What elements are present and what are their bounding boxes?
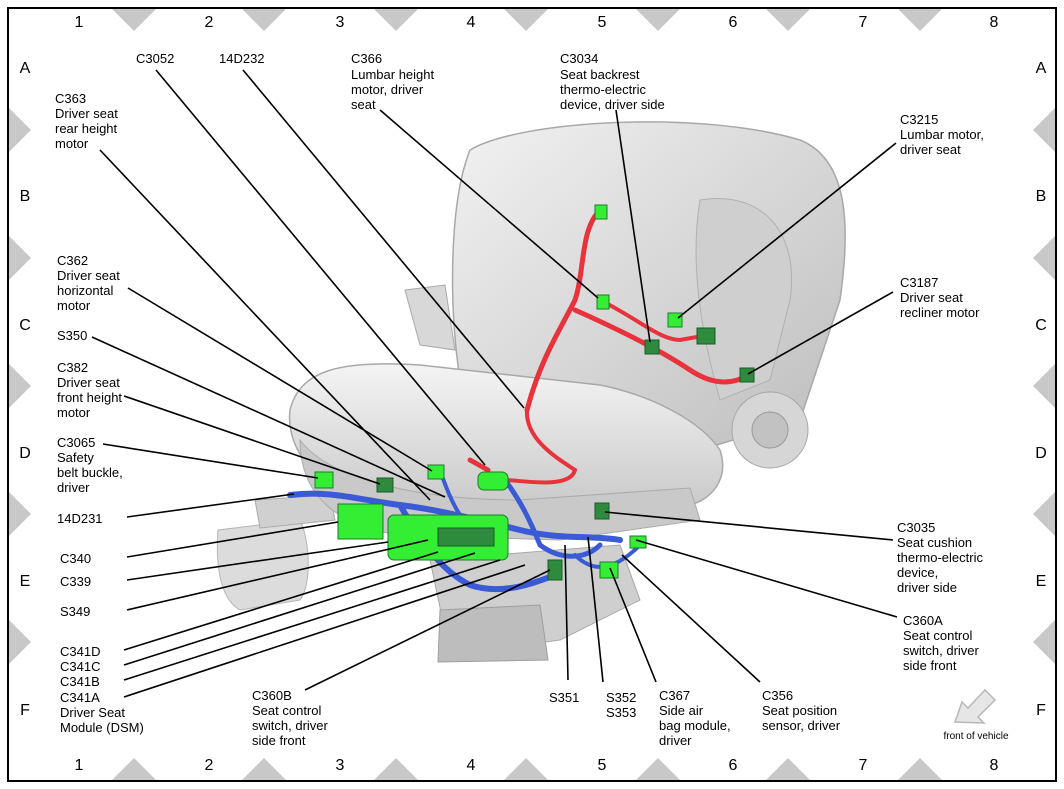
front-of-vehicle-indicator: front of vehicle <box>943 688 1009 742</box>
grid-labels: 1 2 3 4 5 6 7 8 1 2 3 4 5 6 7 8 A B C D … <box>19 14 1047 774</box>
leader-lines <box>91 69 898 698</box>
col-label-top: 6 <box>729 14 738 31</box>
row-label-left: B <box>20 188 31 205</box>
row-label-right: E <box>1036 573 1047 590</box>
col-label-top: 4 <box>467 14 476 31</box>
label-c340: C340 <box>60 551 91 566</box>
label-c341c: C341C <box>60 659 100 674</box>
arrow-icon <box>953 688 997 724</box>
row-label-left: F <box>20 702 30 719</box>
col-label-top: 3 <box>336 14 345 31</box>
col-label-bottom: 8 <box>990 757 999 774</box>
label-c339: C339 <box>60 574 91 589</box>
col-label-bottom: 4 <box>467 757 476 774</box>
col-label-top: 8 <box>990 14 999 31</box>
row-label-left: A <box>20 60 31 77</box>
label-s350: S350 <box>57 328 87 343</box>
label-14d231: 14D231 <box>57 511 103 526</box>
row-label-left: D <box>19 445 31 462</box>
label-14d232: 14D232 <box>219 51 265 66</box>
row-label-left: E <box>20 573 31 590</box>
label-c341b: C341B <box>60 674 100 689</box>
row-label-right: D <box>1035 445 1047 462</box>
row-label-right: B <box>1036 188 1047 205</box>
label-s349: S349 <box>60 604 90 619</box>
col-label-bottom: 7 <box>859 757 868 774</box>
front-of-vehicle-label: front of vehicle <box>943 731 1008 742</box>
label-c341d: C341D <box>60 644 100 659</box>
grid-markers <box>9 9 1055 780</box>
row-label-right: A <box>1036 60 1047 77</box>
row-label-right: C <box>1035 317 1047 334</box>
col-label-bottom: 6 <box>729 757 738 774</box>
connectors <box>314 204 755 581</box>
col-label-bottom: 1 <box>75 757 84 774</box>
row-label-right: F <box>1036 702 1046 719</box>
col-label-top: 5 <box>598 14 607 31</box>
row-label-left: C <box>19 317 31 334</box>
col-label-top: 1 <box>75 14 84 31</box>
col-label-bottom: 3 <box>336 757 345 774</box>
col-label-top: 7 <box>859 14 868 31</box>
col-label-top: 2 <box>205 14 214 31</box>
col-label-bottom: 2 <box>205 757 214 774</box>
col-label-bottom: 5 <box>598 757 607 774</box>
label-s351: S351 <box>549 690 579 705</box>
label-c3052: C3052 <box>136 51 174 66</box>
